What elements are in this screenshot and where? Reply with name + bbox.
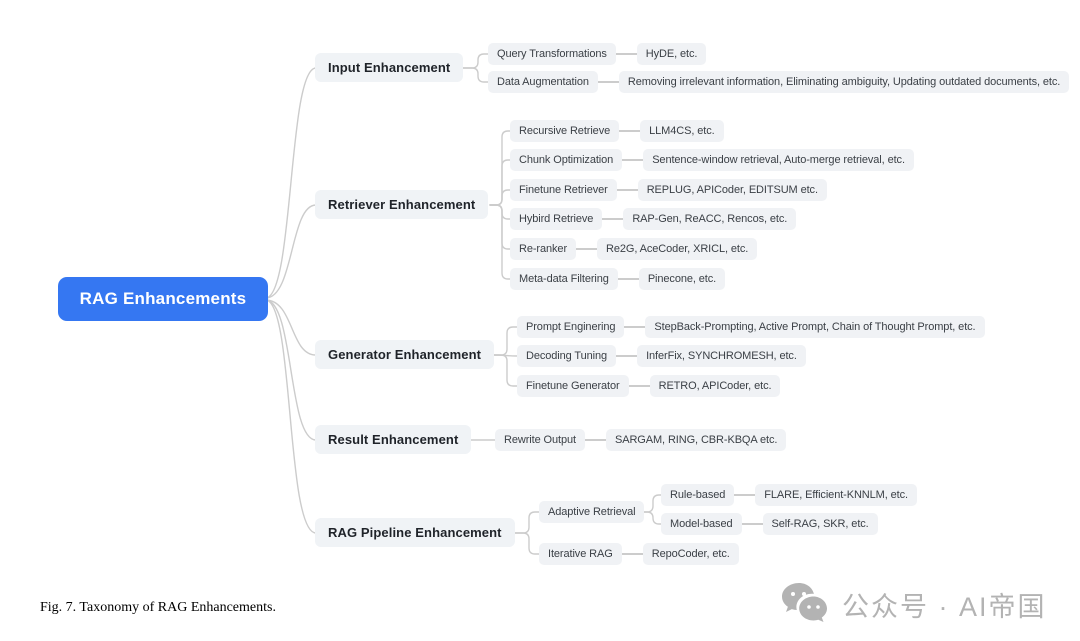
branch-node-rag-pipeline-enhancement: RAG Pipeline Enhancement [315,518,515,547]
connector-line [493,354,518,387]
items-node: Removing irrelevant information, Elimina… [618,71,1070,93]
connector-stub [576,248,598,250]
tree-row: Finetune Retriever REPLUG, APICoder, EDI… [510,179,827,201]
tree-row: Meta-data Filtering Pinecone, etc. [510,268,726,290]
connector-stub [734,494,756,496]
tree-row: Hybird Retrieve RAP-Gen, ReACC, Rencos, … [510,208,797,230]
connector-line [489,204,511,220]
child-node-meta-data-filtering: Meta-data Filtering [510,268,618,290]
connector-line [265,299,317,441]
child-node-chunk-optimization: Chunk Optimization [510,149,623,171]
items-node: LLM4CS, etc. [640,120,724,142]
child-node-adaptive-retrieval: Adaptive Retrieval [539,501,645,523]
child-node-decoding-tuning: Decoding Tuning [517,345,617,367]
items-node: InferFix, SYNCHROMESH, etc. [637,345,806,367]
wechat-icon [782,583,827,622]
items-node: Sentence-window retrieval, Auto-merge re… [643,149,914,171]
branch-node-retriever-enhancement: Retriever Enhancement [315,190,489,219]
connector-stub [622,159,644,161]
child-node-query-transformations: Query Transformations [488,43,616,65]
child-node-re-ranker: Re-ranker [510,238,577,260]
connector-line [489,204,511,280]
items-node: Self-RAG, SKR, etc. [762,513,878,535]
child-node-finetune-retriever: Finetune Retriever [510,179,617,201]
connector-stub [597,81,619,83]
tree-row: Prompt Enginering StepBack-Prompting, Ac… [517,316,985,338]
connector-stub [628,385,650,387]
connector-stub [602,218,624,220]
connector-stub [621,553,643,555]
connector-line [265,299,317,356]
child-node-model-based: Model-based [661,513,742,535]
child-node-data-augmentation: Data Augmentation [488,71,598,93]
watermark-text: 公众号 · AI帝国 [842,591,1047,622]
items-node: REPLUG, APICoder, EDITSUM etc. [637,179,827,201]
items-node: Pinecone, etc. [638,268,726,290]
child-node-recursive-retrieve: Recursive Retrieve [510,120,620,142]
tree-row: Rewrite Output SARGAM, RING, CBR-KBQA et… [495,429,787,451]
tree-row: Recursive Retrieve LLM4CS, etc. [510,120,724,142]
tree-row: Re-ranker Re2G, AceCoder, XRICL, etc. [510,238,758,260]
items-node: SARGAM, RING, CBR-KBQA etc. [605,429,787,451]
connector-stub [616,189,638,191]
child-node-hybird-retrieve: Hybird Retrieve [510,208,603,230]
child-node-rewrite-output: Rewrite Output [495,429,585,451]
connector-stub [619,130,641,132]
child-node-finetune-generator: Finetune Generator [517,375,629,397]
tree-row: Data Augmentation Removing irrelevant in… [488,71,1070,93]
tree-row: Chunk Optimization Sentence-window retri… [510,149,914,171]
figure-caption: Fig. 7. Taxonomy of RAG Enhancements. [40,600,276,615]
connector-line [633,511,662,525]
items-node: RETRO, APICoder, etc. [649,375,781,397]
connector-line [265,299,317,534]
root-node-rag-enhancements: RAG Enhancements [58,277,268,321]
connector-line [459,67,490,83]
connector-line [459,53,490,69]
child-node-prompt-enginering: Prompt Enginering [517,316,625,338]
items-node: StepBack-Prompting, Active Prompt, Chain… [645,316,985,338]
tree-row: Decoding Tuning InferFix, SYNCHROMESH, e… [517,345,806,367]
tree-row: Iterative RAG RepoCoder, etc. [539,543,739,565]
items-node: Re2G, AceCoder, XRICL, etc. [597,238,758,260]
items-node: HyDE, etc. [636,43,707,65]
tree-row: Model-based Self-RAG, SKR, etc. [661,513,878,535]
connector-line [265,204,317,299]
items-node: RAP-Gen, ReACC, Rencos, etc. [623,208,797,230]
tree-row: Rule-based FLARE, Efficient-KNNLM, etc. [661,484,917,506]
connector-line [265,67,317,299]
branch-node-input-enhancement: Input Enhancement [315,53,464,82]
items-node: RepoCoder, etc. [642,543,739,565]
connector-stub [617,278,639,280]
connector-stub [584,439,606,441]
branch-node-result-enhancement: Result Enhancement [315,425,472,454]
items-node: FLARE, Efficient-KNNLM, etc. [755,484,917,506]
child-node-iterative-rag: Iterative RAG [539,543,622,565]
connector-line [493,326,518,356]
connector-stub [624,326,646,328]
connector-stub [615,53,637,55]
connector-line [489,159,511,206]
branch-node-generator-enhancement: Generator Enhancement [315,340,495,369]
connector-line [505,532,540,555]
connector-stub [741,523,763,525]
connector-stub [616,355,638,357]
watermark: 公众号 · AI帝国 [780,582,1047,626]
connector-line [489,189,511,206]
child-node-rule-based: Rule-based [661,484,735,506]
tree-row: Query Transformations HyDE, etc. [488,43,707,65]
connector-line [489,204,511,250]
tree-row: Finetune Generator RETRO, APICoder, etc. [517,375,781,397]
connector-line [489,130,511,206]
